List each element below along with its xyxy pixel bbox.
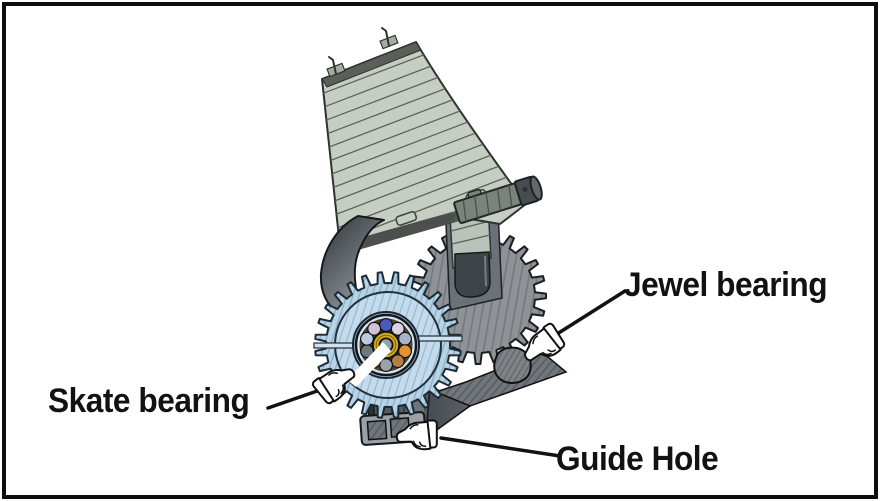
callout-label-jewel-bearing: Jewel bearing (624, 266, 828, 304)
spinner-gear-blue (313, 271, 463, 419)
bearing-ball (390, 321, 405, 336)
bearing-ball (379, 318, 394, 333)
jewel-bearing-part (493, 346, 532, 385)
callout-line-skate-bearing (266, 387, 325, 410)
spring-housing (321, 27, 528, 254)
callout-line-jewel-bearing (555, 289, 627, 336)
callout-label-skate-bearing: Skate bearing (48, 382, 250, 420)
bearing-ball (398, 331, 413, 346)
bearing-ball (367, 321, 382, 336)
callout-line-guide-hole (439, 436, 562, 458)
winder-cylinder (453, 175, 543, 224)
callout-label-guide-hole: Guide Hole (556, 440, 719, 478)
skate-bearing-part (352, 311, 420, 379)
pointer-wedge (347, 342, 391, 387)
winder-shaft (449, 204, 492, 298)
callout-lines (266, 289, 627, 458)
